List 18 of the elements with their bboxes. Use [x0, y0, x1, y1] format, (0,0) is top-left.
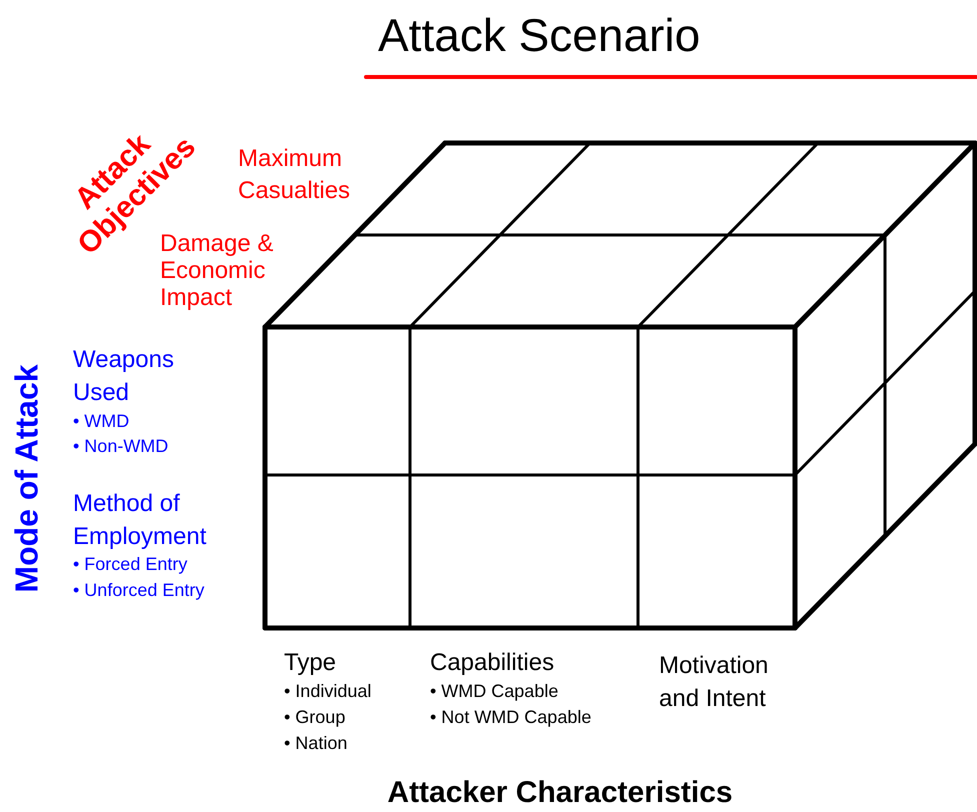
axis-title: Mode of Attack	[8, 363, 46, 595]
list-item: • Individual	[284, 681, 372, 702]
axis-category: Method of Employment	[73, 489, 208, 552]
list-item: • WMD Capable	[430, 681, 558, 702]
title: Attack Scenario	[378, 8, 700, 62]
list-item: • WMD	[73, 411, 130, 432]
list-item: • Group	[284, 707, 346, 728]
axis-category: Maximum Casualties	[238, 144, 352, 206]
list-item: • Nation	[284, 733, 348, 754]
list-item: • Not WMD Capable	[430, 707, 592, 728]
axis-category: Motivation and Intent	[659, 651, 770, 714]
list-item: • Forced Entry	[73, 554, 188, 575]
axis-category: Capabilities	[430, 649, 554, 677]
axis-category: Weapons Used	[73, 345, 175, 408]
axis-category: Type	[284, 649, 336, 677]
axis-title: Attacker Characteristics	[386, 776, 734, 810]
list-item: • Unforced Entry	[73, 580, 204, 601]
list-item: • Non-WMD	[73, 436, 168, 457]
